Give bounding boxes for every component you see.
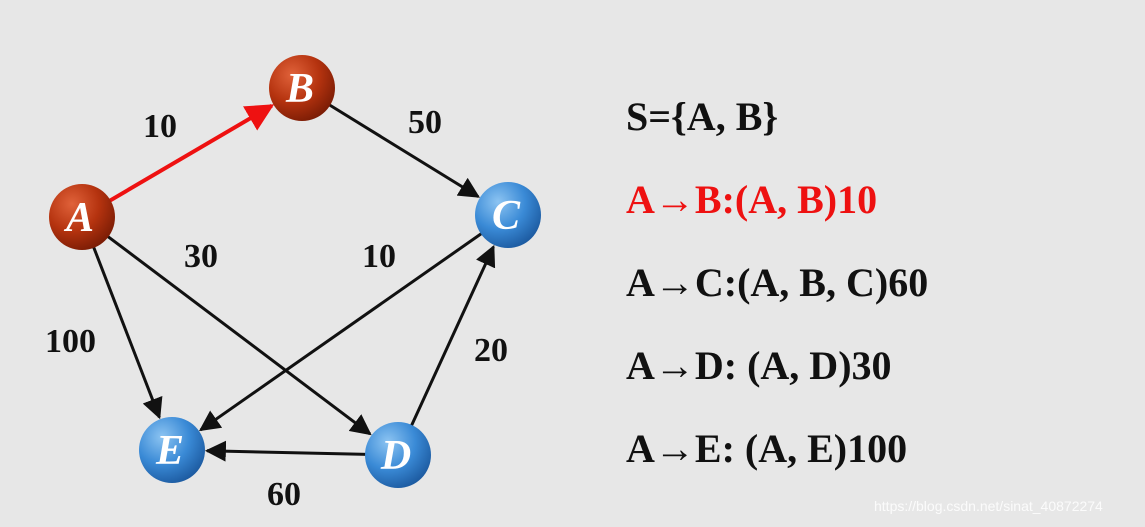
node-a-label: A (63, 195, 94, 241)
edge-label-a-e: 100 (45, 323, 96, 360)
node-c: C (475, 182, 541, 248)
node-d-label: D (380, 433, 411, 479)
path-line-a-b: A→B:(A, B)10 (626, 177, 878, 222)
node-c-label: C (492, 193, 521, 239)
selected-set-line: S={A, B} (626, 94, 779, 139)
edge-c-e (198, 231, 484, 432)
edge-d-c (409, 244, 496, 428)
watermark: https://blog.csdn.net/sinat_40872274 (874, 498, 1103, 514)
edge-d-e (204, 440, 368, 462)
node-d: D (365, 422, 431, 488)
edge-label-a-d: 30 (184, 238, 218, 275)
graph-diagram: 10 50 30 10 100 20 60 A B C D E (45, 55, 541, 513)
path-line-a-c: A→C:(A, B, C)60 (626, 260, 929, 305)
edge-a-b (107, 103, 275, 204)
path-line-a-d: A→D: (A, D)30 (626, 343, 892, 388)
node-a-circle (49, 184, 115, 250)
edge-label-b-c: 50 (408, 104, 442, 141)
edge-label-d-e: 60 (267, 476, 301, 513)
path-panel: S={A, B} A→B:(A, B)10 A→C:(A, B, C)60 A→… (626, 92, 928, 507)
node-d-circle (365, 422, 431, 488)
node-b-label: B (285, 66, 314, 112)
node-b: B (269, 55, 335, 121)
node-e-circle (139, 417, 205, 483)
node-e: E (139, 417, 205, 483)
edge-a-d (105, 234, 372, 436)
node-e-label: E (155, 428, 184, 474)
edge-label-a-b: 10 (143, 108, 177, 145)
edge-label-d-c: 20 (474, 332, 508, 369)
node-b-circle (269, 55, 335, 121)
edge-label-c-e: 10 (362, 238, 396, 275)
node-a: A (49, 184, 115, 250)
edge-a-e (91, 245, 163, 420)
edge-b-c (327, 102, 480, 198)
node-c-circle (475, 182, 541, 248)
path-line-a-e: A→E: (A, E)100 (626, 426, 908, 471)
